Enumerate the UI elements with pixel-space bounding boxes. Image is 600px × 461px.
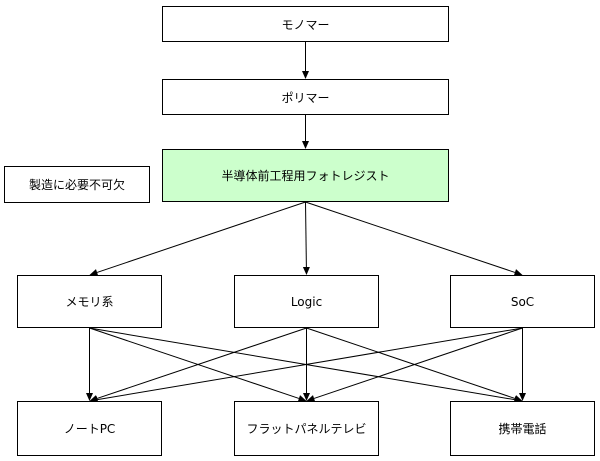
arrowhead-logic-to-mobile_phone bbox=[513, 395, 523, 402]
arrowhead-monomer-to-polymer bbox=[302, 71, 309, 79]
arrowhead-memory-to-notebook bbox=[86, 393, 93, 401]
arrowhead-photoresist-to-memory bbox=[89, 269, 99, 276]
arrowhead-photoresist-to-soc bbox=[513, 269, 523, 276]
connector-photoresist-to-logic bbox=[305, 201, 307, 268]
node-flat-panel-tv: フラットパネルテレビ bbox=[234, 401, 379, 456]
arrowhead-soc-to-flatpanel_tv bbox=[306, 395, 316, 402]
connector-soc-to-flatpanel_tv bbox=[313, 327, 523, 399]
connector-logic-to-mobile_phone bbox=[306, 327, 516, 399]
node-monomer: モノマー bbox=[162, 6, 449, 42]
arrowhead-logic-to-flatpanel_tv bbox=[303, 393, 310, 401]
node-mobile-phone: 携帯電話 bbox=[450, 401, 595, 456]
node-photoresist: 半導体前工程用フォトレジスト bbox=[162, 149, 449, 202]
arrowhead-polymer-to-photoresist bbox=[302, 141, 309, 149]
node-logic: Logic bbox=[234, 275, 379, 328]
arrowhead-soc-to-mobile_phone bbox=[519, 393, 526, 401]
connector-photoresist-to-soc bbox=[305, 201, 516, 273]
connector-memory-to-mobile_phone bbox=[89, 327, 515, 401]
connector-soc-to-notebook bbox=[97, 327, 523, 401]
connector-memory-to-flatpanel_tv bbox=[89, 327, 300, 399]
arrowhead-photoresist-to-logic bbox=[302, 266, 310, 275]
arrowhead-memory-to-flatpanel_tv bbox=[297, 395, 307, 402]
note-essential-for-manufacturing: 製造に必要不可欠 bbox=[4, 166, 150, 203]
connector-photoresist-to-memory bbox=[96, 201, 306, 273]
connector-logic-to-notebook bbox=[96, 327, 307, 399]
node-soc: SoC bbox=[450, 275, 595, 328]
node-polymer: ポリマー bbox=[162, 79, 449, 115]
node-notebook-pc: ノートPC bbox=[17, 401, 162, 456]
node-memory: メモリ系 bbox=[17, 275, 162, 328]
